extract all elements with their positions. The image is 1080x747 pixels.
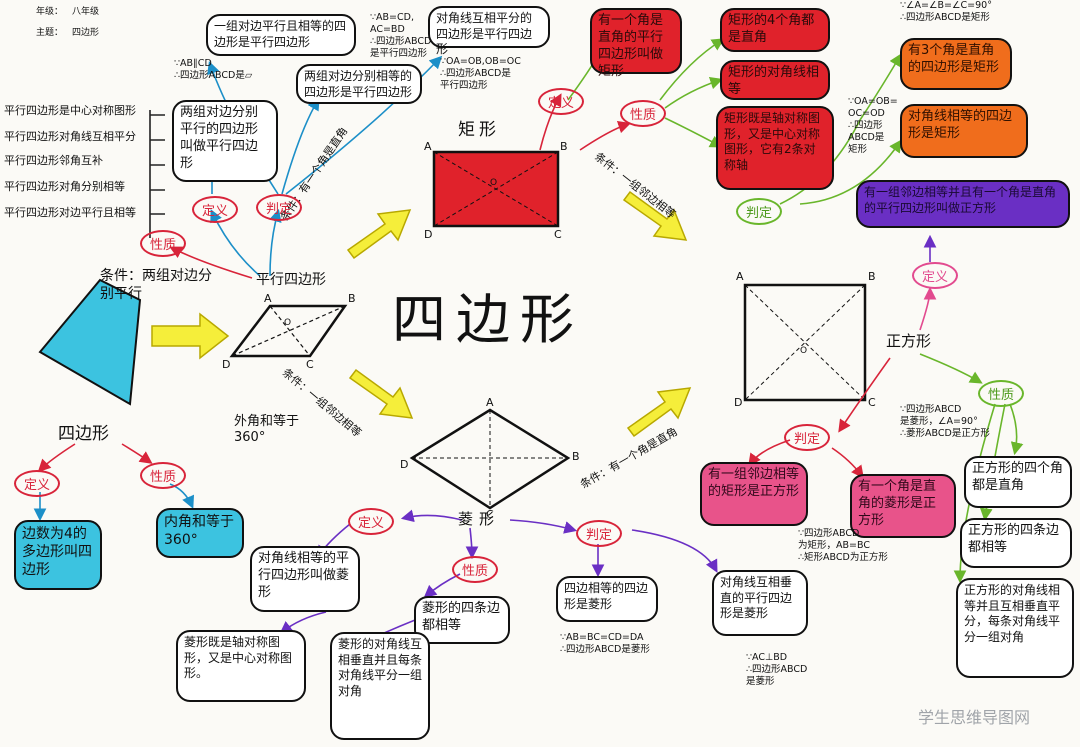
para-judge-1: 一组对边平行且相等的四边形是平行四边形	[206, 14, 356, 56]
square-note-1: ∵四边形ABCD 是菱形，∠A=90° ∴菱形ABCD是正方形	[900, 404, 990, 439]
para-judge-2: 两组对边分别相等的四边形是平行四边形	[296, 64, 422, 104]
rhombus-prop-3: 菱形既是轴对称图形，又是中心对称图形。	[176, 630, 306, 702]
rhombus-judge-tag: 判定	[576, 520, 623, 547]
quad-def-tag: 定义	[14, 470, 61, 497]
rhombus-label-a: A	[486, 396, 494, 409]
cond-to-parallelogram: 条件：两组对边分别平行	[100, 268, 212, 302]
square-label-o: O	[800, 346, 808, 356]
rect-prop-2: 矩形的对角线相等	[720, 60, 830, 100]
square-definition: 有一组邻边相等并且有一个角是直角的平行四边形叫做正方形	[856, 180, 1070, 228]
arrow-para-to-rhombus	[348, 368, 414, 419]
para-prop-4: 平行四边形对角分别相等	[4, 180, 125, 193]
rect-label-b: B	[560, 140, 568, 153]
rhombus-prop-tag: 性质	[452, 556, 499, 583]
square-label-b: B	[868, 270, 876, 283]
rect-prop-1: 矩形的4个角都是直角	[720, 8, 830, 52]
quad-property: 内角和等于360°	[156, 508, 244, 558]
square-label-c: C	[868, 396, 876, 409]
square-label-a: A	[736, 270, 744, 283]
rect-prop-3: 矩形既是轴对称图形，又是中心对称图形，它有2条对称轴	[716, 106, 834, 190]
topic-label: 主题：	[36, 28, 64, 38]
rect-judge-2: 对角线相等的四边形是矩形	[900, 104, 1028, 158]
quad-prop-tag: 性质	[140, 462, 187, 489]
rhombus-figure	[409, 408, 571, 510]
rhombus-prop-2: 菱形的对角线互相垂直并且每条对角线平分一组对角	[330, 632, 430, 740]
rect-definition: 有一个角是直角的平行四边形叫做矩形	[590, 8, 682, 79]
para-definition: 两组对边分别平行的四边形叫做平行四边形	[172, 100, 278, 182]
quad-exterior: 外角和等于360°	[234, 414, 300, 446]
square-prop-tag: 性质	[978, 380, 1025, 407]
rhombus-note-1: ∵AB=BC=CD=DA ∴四边形ABCD是菱形	[560, 632, 650, 655]
rect-judge-tag: 判定	[736, 198, 783, 225]
quad-title: 四边形	[58, 424, 109, 444]
arrow-rhombus-to-square	[626, 387, 692, 438]
rect-label-o: O	[490, 178, 498, 188]
para-prop-5: 平行四边形对边平行且相等	[4, 206, 136, 219]
square-title: 正方形	[886, 332, 932, 350]
rhombus-label-b: B	[572, 450, 580, 463]
center-title: 四边形	[392, 288, 584, 351]
para-prop-3: 平行四边形邻角互补	[4, 154, 103, 167]
square-prop-3: 正方形的对角线相等并且互相垂直平分，每条对角线平分一组对角	[956, 578, 1074, 678]
para-label-o: O	[284, 318, 292, 328]
square-def-tag: 定义	[912, 262, 959, 289]
rhombus-title: 菱形	[458, 510, 501, 528]
rhombus-def-tag: 定义	[348, 508, 395, 535]
rect-judge-1: 有3个角是直角的四边形是矩形	[900, 38, 1012, 90]
rhombus-judge-1: 四边相等的四边形是菱形	[556, 576, 658, 622]
rect-label-a: A	[424, 140, 432, 153]
square-judge-1: 有一组邻边相等的矩形是正方形	[700, 462, 808, 526]
para-judge-3: 对角线互相平分的四边形是平行四边形	[428, 6, 550, 56]
rect-note-1: ∵∠A=∠B=∠C=90° ∴四边形ABCD是矩形	[900, 0, 992, 23]
rectangle-title: 矩形	[458, 120, 500, 140]
rectangle-figure	[432, 150, 560, 228]
square-prop-1: 正方形的四个角都是直角	[964, 456, 1072, 508]
para-label-c: C	[306, 358, 314, 371]
para-prop-tag: 性质	[140, 230, 187, 257]
topic-value: 四边形	[72, 28, 100, 38]
para-def-tag: 定义	[192, 196, 239, 223]
grade-value: 八年级	[72, 7, 100, 17]
para-note-1: ∵AB∥CD ∴四边形ABCD是▱	[174, 58, 253, 81]
square-note-2: ∵四边形ABCD 为矩形，AB=BC ∴矩形ABCD为正方形	[798, 528, 888, 563]
rhombus-label-c: C	[486, 508, 494, 521]
rhombus-judge-2: 对角线互相垂直的平行四边形是菱形	[712, 570, 808, 636]
square-judge-2: 有一个角是直角的菱形是正方形	[850, 474, 956, 538]
rhombus-definition: 对角线相等的平行四边形叫做菱形	[250, 546, 360, 612]
rhombus-note-2: ∵AC⊥BD ∴四边形ABCD 是菱形	[746, 652, 808, 687]
para-label-a: A	[264, 292, 272, 305]
square-figure	[743, 283, 867, 402]
para-prop-1: 平行四边形是中心对称图形	[4, 104, 136, 117]
rhombus-prop-1: 菱形的四条边都相等	[414, 596, 510, 644]
para-prop-2: 平行四边形对角线互相平分	[4, 130, 136, 143]
arrow-quad-to-para	[151, 312, 230, 360]
square-label-d: D	[734, 396, 743, 409]
para-note-2: ∵AB=CD, AC=BD ∴四边形ABCD 是平行四边形	[370, 12, 432, 59]
para-label-d: D	[222, 358, 231, 371]
arrow-para-to-rect	[346, 209, 412, 260]
parallelogram-title: 平行四边形	[256, 272, 326, 288]
rect-def-tag: 定义	[538, 88, 585, 115]
rect-note-2: ∵OA=OB= OC=OD ∴四边形 ABCD是 矩形	[848, 96, 898, 155]
square-judge-tag: 判定	[784, 424, 831, 451]
para-label-b: B	[348, 292, 356, 305]
watermark: 学生思维导图网	[918, 708, 1031, 727]
parallelogram-figure	[229, 304, 348, 358]
yellow-arrows	[151, 190, 692, 438]
square-prop-2: 正方形的四条边都相等	[960, 518, 1072, 568]
para-note-3: ∵OA=OB,OB=OC ∴四边形ABCD是 平行四边形	[440, 56, 521, 91]
rect-label-c: C	[554, 228, 562, 241]
grade-label: 年级：	[36, 7, 64, 17]
quadrilateral-shape	[38, 278, 142, 406]
arrow-rect-to-square	[622, 190, 688, 241]
rect-label-d: D	[424, 228, 433, 241]
rect-prop-tag: 性质	[620, 100, 667, 127]
para-judge-tag: 判定	[256, 194, 303, 221]
quad-definition: 边数为4的多边形叫四边形	[14, 520, 102, 590]
rhombus-label-d: D	[400, 458, 409, 471]
